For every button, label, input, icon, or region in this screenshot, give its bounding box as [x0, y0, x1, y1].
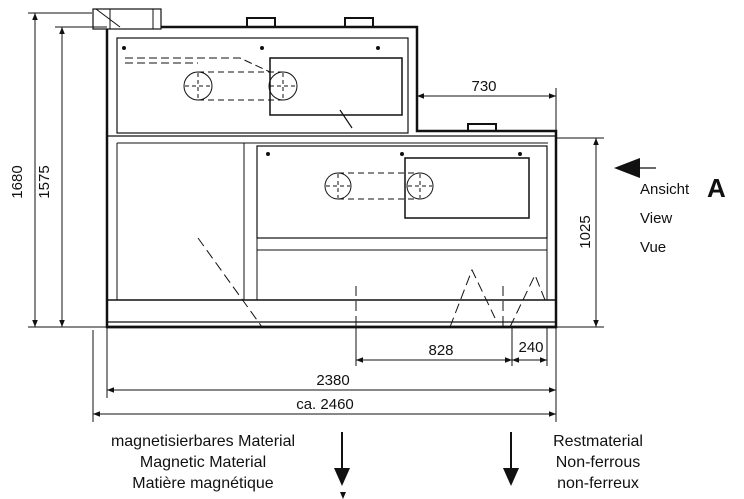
dimension-lines: [28, 12, 604, 422]
residual-output-arrow: [503, 432, 519, 486]
dim-730: 730: [471, 78, 496, 95]
dim-1025: 1025: [577, 215, 594, 248]
dim-total-width: ca. 2460: [296, 396, 354, 413]
view-label-en: View: [640, 210, 672, 227]
dim-2380: 2380: [316, 372, 349, 389]
machine-outline: [92, 8, 558, 329]
view-label-letter: A: [707, 173, 726, 203]
upper-magnetic-drum: [125, 57, 353, 129]
view-label-fr: Vue: [640, 239, 666, 256]
magnetic-output-arrow: [334, 432, 350, 499]
magnetic-material-en: Magnetic Material: [140, 454, 266, 471]
magnetic-material-de: magnetisierbares Material: [111, 433, 295, 450]
view-label-de: Ansicht: [640, 181, 690, 198]
view-a-arrow: [614, 158, 656, 178]
residual-material-fr: non-ferreux: [557, 475, 639, 492]
lower-magnetic-drum: [324, 172, 434, 200]
residual-material-de: Restmaterial: [553, 433, 643, 450]
bolt-markers: [122, 46, 522, 156]
discharge-paths: [197, 237, 546, 328]
dim-1680: 1680: [9, 165, 26, 198]
residual-material-en: Non-ferrous: [556, 454, 640, 471]
dim-1575: 1575: [36, 165, 53, 198]
dim-240: 240: [518, 339, 543, 356]
magnetic-material-fr: Matière magnétique: [132, 475, 274, 492]
dim-828: 828: [428, 342, 453, 359]
